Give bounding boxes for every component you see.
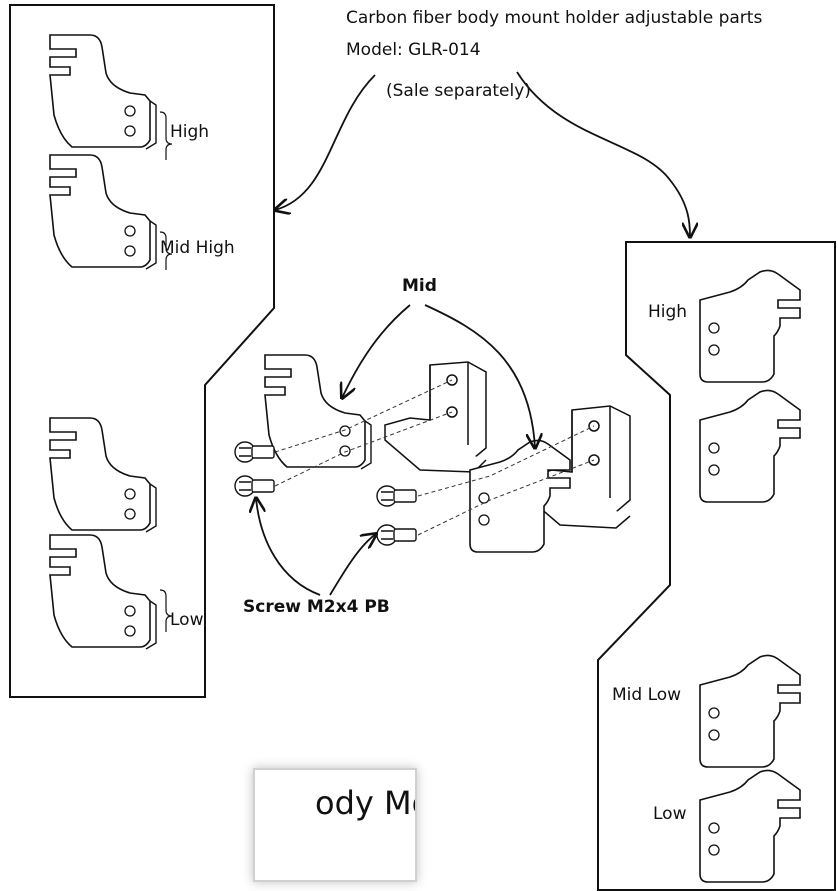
- right-plate-mid-low: [699, 654, 801, 768]
- right-label-mid-low: Mid Low: [612, 685, 682, 705]
- center-bracket-1: [384, 361, 487, 473]
- screw-1: [234, 441, 275, 463]
- right-label-low: Low: [653, 804, 687, 824]
- left-label-mid-high: Mid High: [160, 238, 235, 258]
- right-plate-high: [699, 269, 801, 383]
- title-box: ody Mount Holder: [253, 768, 417, 882]
- mid-label: Mid: [402, 276, 437, 296]
- screw-3: [376, 485, 417, 507]
- screw-label: Screw M2x4 PB: [243, 597, 390, 617]
- right-plate-low: [699, 769, 801, 883]
- right-label-high: High: [648, 302, 688, 322]
- left-label-high: High: [170, 122, 210, 142]
- header-line2: Model: GLR-014: [346, 40, 481, 60]
- left-plate-low-1: [49, 417, 157, 533]
- left-plate-mid-high: [49, 154, 157, 270]
- title-text: ody Mount Holder: [315, 784, 415, 822]
- right-plate-2: [699, 389, 801, 503]
- left-label-low: Low: [170, 610, 204, 630]
- screw-4: [376, 524, 417, 546]
- left-plate-high: [49, 34, 157, 150]
- header-line1: Carbon fiber body mount holder adjustabl…: [346, 8, 763, 28]
- left-plate-low-2: [49, 534, 157, 650]
- header-note: (Sale separately): [386, 81, 531, 101]
- screw-2: [234, 475, 275, 497]
